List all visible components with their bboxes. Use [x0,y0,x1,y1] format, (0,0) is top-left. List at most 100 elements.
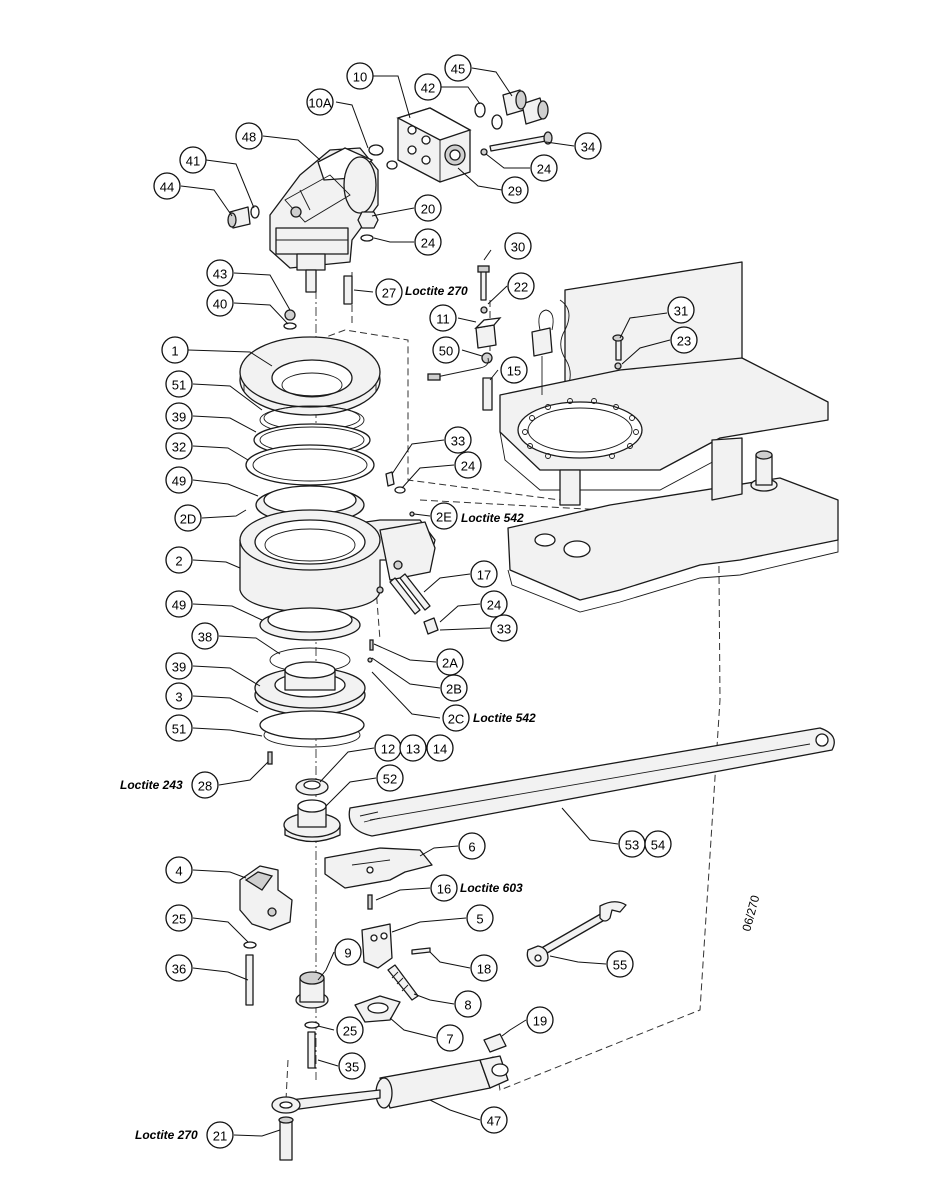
callout-circle [429,304,457,332]
callout-circle [375,278,403,306]
callout-label: 28 [198,779,212,794]
callout-label: 40 [213,297,227,312]
callout-47: 47 [480,1106,508,1134]
callout-25b: 25 [336,1016,364,1044]
callout-circle [501,176,529,204]
callout-label: 4 [175,864,182,879]
callout-label: 21 [213,1129,227,1144]
callout-label: 47 [487,1114,501,1129]
callout-7: 7 [436,1024,464,1052]
callout-circle [191,771,219,799]
callout-circle [470,560,498,588]
callout-label: 54 [651,838,665,853]
callout-circle [454,990,482,1018]
callout-24a: 24 [530,154,558,182]
callout-17: 17 [470,560,498,588]
callout-circle [432,336,460,364]
callout-circle [165,402,193,430]
callout-circle [179,146,207,174]
callout-40: 40 [206,289,234,317]
callout-circle [480,1106,508,1134]
callout-52: 52 [376,764,404,792]
callout-circle [414,228,442,256]
callout-39a: 39 [165,402,193,430]
callout-16: 16 [430,874,458,902]
callout-label: 42 [421,81,435,96]
callout-circle [430,502,458,530]
callout-11: 11 [429,304,457,332]
rotator-stack [239,309,439,765]
callout-label: 49 [172,474,186,489]
callout-2b: 2B [440,674,468,702]
callout-circle [414,73,442,101]
callout-label: 44 [160,180,174,195]
callout-label: 3 [175,690,182,705]
drawing-code: 06/270 [739,893,762,932]
callout-circle [165,546,193,574]
wrench [526,901,627,967]
callout-label: 22 [514,280,528,295]
callout-label: 51 [172,722,186,737]
callout-27: 27 [375,278,403,306]
callout-23: 23 [670,326,698,354]
callout-55: 55 [606,950,634,978]
callout-label: 17 [477,568,491,583]
callout-circle [444,54,472,82]
note-loctite-270-top: Loctite 270 [405,284,468,298]
callout-circle [466,904,494,932]
callout-label: 32 [172,440,186,455]
callout-label: 24 [421,236,435,251]
callout-circle [161,336,189,364]
callout-10: 10 [346,62,374,90]
callout-51a: 51 [165,370,193,398]
callout-28: 28 [191,771,219,799]
callout-label: 30 [511,240,525,255]
callout-45: 45 [444,54,472,82]
callout-31: 31 [667,296,695,324]
callout-label: 19 [533,1014,547,1029]
callout-label: 8 [464,998,471,1013]
callout-label: 34 [581,140,595,155]
callout-20: 20 [414,194,442,222]
callout-18: 18 [470,954,498,982]
callout-label: 53 [625,838,639,853]
callout-circle [165,714,193,742]
callout-bubbles: 1010A45423424294841442024274340302211501… [153,54,698,1149]
callout-4: 4 [165,856,193,884]
callout-41: 41 [179,146,207,174]
callout-label: 2D [180,512,197,527]
callout-circle [414,194,442,222]
callout-circle [165,954,193,982]
mounting-frame [499,261,839,613]
callout-13: 13 [399,734,427,762]
callout-label: 33 [497,622,511,637]
lower-parts [239,778,509,1161]
note-loctite-542-2c: Loctite 542 [473,711,536,725]
callout-label: 18 [477,962,491,977]
callout-label: 2E [436,510,452,525]
callout-24b: 24 [414,228,442,256]
callout-label: 2 [175,554,182,569]
note-loctite-542-2e: Loctite 542 [461,511,524,525]
callout-circle [206,289,234,317]
callout-circle [165,682,193,710]
callout-6: 6 [458,832,486,860]
callout-label: 25 [343,1024,357,1039]
callout-2c: 2C [442,704,470,732]
callout-circle [153,172,181,200]
callout-10a: 10A [306,88,334,116]
callout-33a: 33 [444,426,472,454]
callout-label: 51 [172,378,186,393]
note-loctite-270-bottom: Loctite 270 [135,1128,198,1142]
leader-lines [180,67,671,1137]
callout-label: 45 [451,62,465,77]
callout-15: 15 [500,356,528,384]
saw-bar [348,727,835,837]
callout-label: 25 [172,912,186,927]
callout-label: 9 [344,946,351,961]
callout-circle [507,272,535,300]
o-ring [368,144,384,156]
loctite-notes: Loctite 270 Loctite 542 Loctite 542 Loct… [120,284,536,1142]
callout-label: 2A [442,656,458,671]
